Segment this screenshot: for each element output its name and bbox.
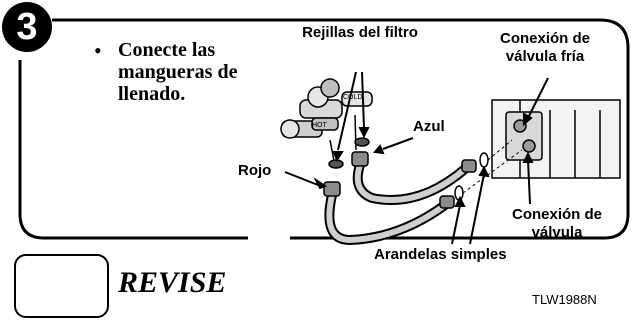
label-valve: Conexión de válvula <box>511 206 602 241</box>
label-blue: Azul <box>413 118 445 135</box>
fill-hoses <box>324 160 471 246</box>
guide-lines <box>462 139 523 194</box>
faucet-illustration <box>280 78 373 167</box>
leader-arrows <box>284 71 549 245</box>
instruction-text: Conecte las mangueras de llenado. <box>118 39 238 105</box>
check-box[interactable] <box>14 254 109 318</box>
washer-back-illustration <box>491 99 621 179</box>
hose-couplings <box>323 137 489 209</box>
label-washers: Arandelas simples <box>374 246 507 263</box>
document-code: TLW1988N <box>532 292 597 307</box>
faucet-tag-hot: HOT <box>312 122 327 129</box>
faucet-tag-cold: COLD <box>343 94 363 101</box>
check-label: REVISE <box>118 266 227 299</box>
label-cold-valve: Conexión de válvula fría <box>499 30 590 65</box>
step-instruction: Conecte las mangueras de llenado. <box>96 39 298 105</box>
step-number-badge: 3 <box>2 2 52 52</box>
bullet-icon: • <box>94 38 102 63</box>
label-filter-screens: Rejillas del filtro <box>302 24 418 41</box>
label-red: Rojo <box>238 162 272 179</box>
panel-border <box>18 18 630 240</box>
